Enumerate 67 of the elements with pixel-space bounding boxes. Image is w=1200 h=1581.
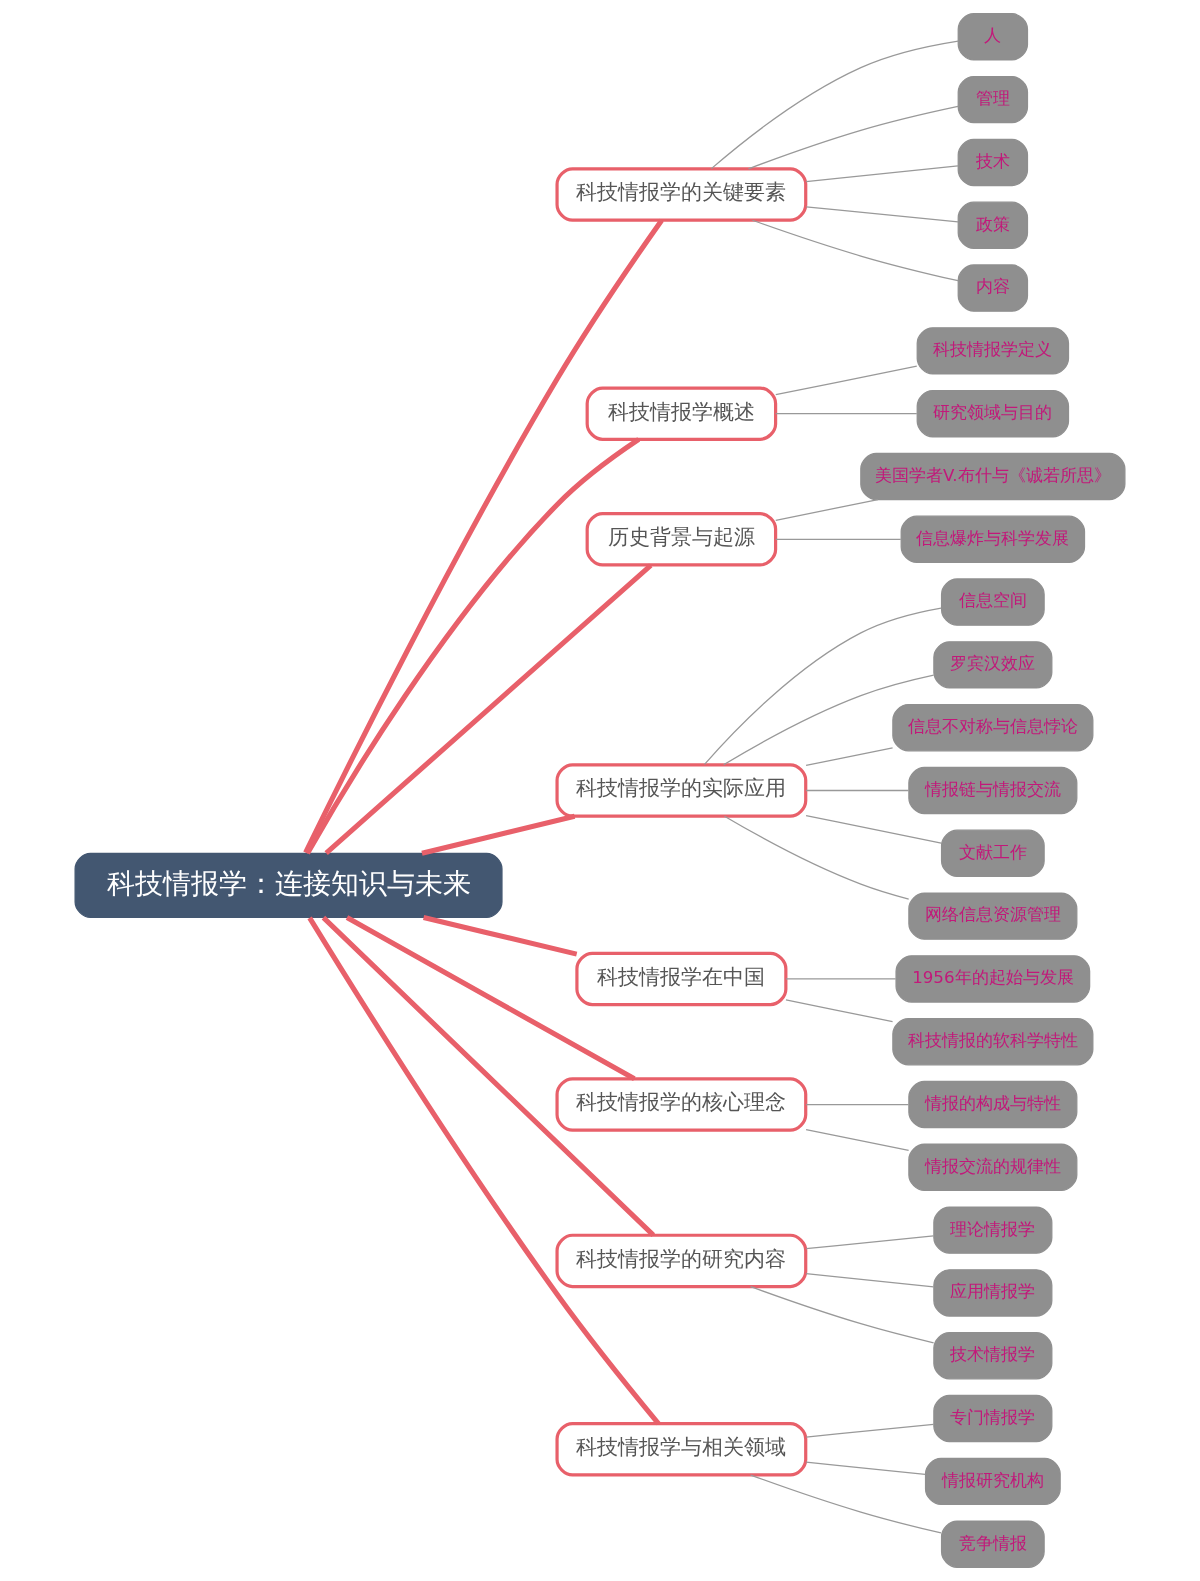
connector: [747, 105, 959, 170]
connector: [805, 789, 910, 792]
node-box: 科技情报学的实际应用: [555, 763, 808, 818]
connector: [805, 165, 959, 183]
node-box: 管理: [957, 75, 1029, 124]
node-box: 情报的构成与特性: [908, 1080, 1078, 1129]
connector: [750, 1474, 942, 1534]
node-box: 竞争情报: [940, 1520, 1045, 1568]
connector: [750, 1286, 935, 1344]
connector: [775, 538, 902, 540]
connector: [324, 563, 653, 855]
node-box: 科技情报学定义: [916, 327, 1070, 375]
connector: [723, 815, 910, 900]
node-box: 情报链与情报交流: [908, 766, 1078, 815]
connector: [775, 365, 918, 396]
node-box: 信息爆炸与科学发展: [900, 515, 1086, 563]
connector: [305, 437, 641, 855]
node-box: 美国学者V.布什与《诚若所思》: [860, 452, 1126, 501]
node-box: 情报研究机构: [924, 1457, 1061, 1506]
node-box: 历史背景与起源: [585, 512, 778, 567]
node-box: 信息不对称与信息悖论: [892, 704, 1094, 752]
node-box: 科技情报学与相关领域: [555, 1422, 808, 1477]
node-box: 科技情报学的关键要素: [555, 167, 808, 222]
connector: [775, 498, 879, 521]
connector: [723, 674, 935, 766]
connector: [805, 1128, 910, 1152]
connector: [785, 978, 897, 980]
node-box: 网络信息资源管理: [908, 892, 1078, 940]
node-box: 文献工作: [940, 829, 1045, 877]
node-box: 科技情报学的核心理念: [555, 1077, 808, 1132]
connector: [303, 218, 664, 854]
connector: [805, 747, 894, 767]
connector: [421, 813, 576, 856]
connector: [805, 1235, 935, 1250]
connector: [805, 1461, 926, 1476]
connector: [805, 814, 942, 844]
node-box: 科技情报学在中国: [575, 951, 788, 1007]
connector: [805, 1103, 910, 1106]
node-box: 罗宾汉效应: [933, 641, 1053, 689]
connector: [785, 999, 894, 1023]
node-box: 技术: [957, 138, 1029, 187]
node-box: 研究领域与目的: [916, 389, 1070, 438]
connector: [423, 914, 578, 957]
connector: [710, 40, 959, 170]
node-box: 科技情报的软科学特性: [892, 1018, 1094, 1066]
node-box: 专门情报学: [933, 1394, 1053, 1443]
connector: [775, 413, 918, 415]
node-box: 应用情报学: [933, 1269, 1053, 1317]
node-box: 信息空间: [940, 578, 1045, 626]
node-box: 内容: [957, 264, 1029, 312]
connector: [751, 219, 959, 282]
connector: [805, 1273, 935, 1288]
node-box: 技术情报学: [933, 1332, 1053, 1380]
connector: [321, 915, 656, 1237]
node-box: 人: [957, 13, 1029, 61]
connector: [703, 607, 942, 765]
node-box: 1956年的起始与发展: [895, 955, 1091, 1003]
node-box: 政策: [957, 201, 1029, 249]
node-box: 情报交流的规律性: [908, 1143, 1078, 1192]
node-box: 科技情报学的研究内容: [555, 1233, 808, 1289]
node-box: 理论情报学: [933, 1206, 1053, 1254]
connector: [805, 1423, 935, 1438]
node-box: 科技情报学概述: [585, 386, 778, 441]
node-box: 科技情报学：连接知识与未来: [74, 852, 503, 919]
connector: [307, 916, 661, 1426]
connector: [805, 206, 959, 223]
connector: [345, 915, 636, 1082]
